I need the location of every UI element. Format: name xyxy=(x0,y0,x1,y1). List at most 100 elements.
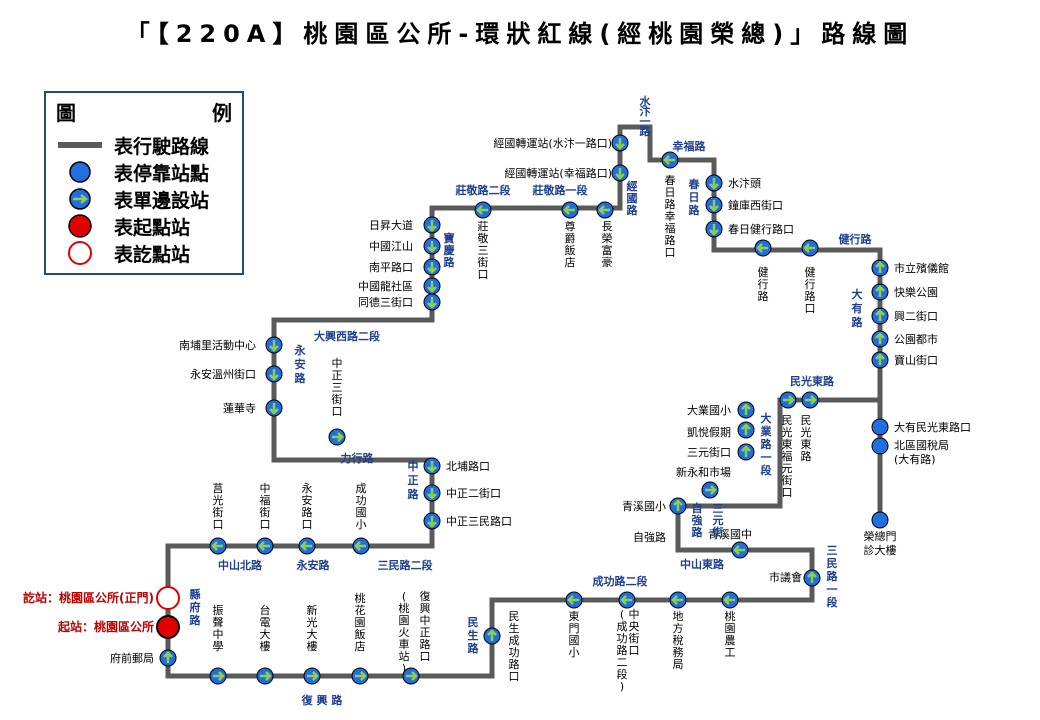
station-label: 東門國小 xyxy=(569,610,580,659)
end-stop-icon xyxy=(68,241,92,265)
arrow-icon xyxy=(260,671,272,681)
station-label: 北埔路口 xyxy=(446,460,490,473)
arrow-icon xyxy=(300,541,312,551)
station-label: 公園都市 xyxy=(894,332,938,346)
station-label: 市議會 xyxy=(769,570,802,584)
station-label: 永安溫州街口 xyxy=(190,367,256,381)
station-label: 中正三街口 xyxy=(332,357,343,418)
station-label: 中國江山 xyxy=(369,240,413,253)
arrow-icon xyxy=(875,353,885,365)
stop-dot-icon xyxy=(69,161,91,183)
road-label: 中山東路 xyxy=(680,557,725,571)
road-label: 經國路 xyxy=(627,179,639,217)
station-label: 凱悅假期 xyxy=(687,425,731,439)
station-label: 診大樓 xyxy=(864,543,897,557)
arrow-icon xyxy=(427,281,437,293)
arrow-icon xyxy=(709,200,719,212)
arrow-icon xyxy=(269,369,279,381)
station-label: 振聲中學 xyxy=(213,603,224,653)
station-label: 同德三街口 xyxy=(358,295,413,309)
road-label: 永安路 xyxy=(296,558,331,572)
station-label: 寶山街口 xyxy=(894,353,938,367)
station-label: 尊爵飯店 xyxy=(565,219,576,269)
start-stop xyxy=(156,615,180,639)
road-label: 自強路 xyxy=(692,501,704,539)
end-stop xyxy=(156,586,180,610)
station-label: 健行路口 xyxy=(805,266,816,315)
arrow-icon xyxy=(354,541,366,551)
road-label: 成功路二段 xyxy=(593,574,648,588)
station-label: 中福街口 xyxy=(260,482,271,531)
station-label: 大有民光東路口 xyxy=(894,420,971,434)
arrow-icon xyxy=(427,241,437,253)
road-label: 莊敬路一段 xyxy=(532,183,588,197)
legend-label: 表單邊設站 xyxy=(114,190,210,212)
arrow-icon xyxy=(269,403,279,415)
station-label: 青溪國中 xyxy=(708,528,752,541)
arrow-icon xyxy=(875,332,885,344)
stop-dot xyxy=(871,511,889,529)
road-label: 大業路一段 xyxy=(760,411,773,477)
arrow-icon xyxy=(741,445,751,457)
legend-label: 表行駛路線 xyxy=(114,136,210,158)
road-label: 縣府路 xyxy=(190,587,202,627)
station-label: 南埔里活動中心 xyxy=(179,338,256,352)
station-label: 新永和市場 xyxy=(676,465,731,479)
station-label: 北區國稅局 xyxy=(894,439,949,452)
arrow-icon xyxy=(671,595,683,605)
arrow-icon xyxy=(406,671,418,681)
road-label: 水汴一路 xyxy=(640,94,652,138)
legend-end-stop: 表訖點站 xyxy=(54,239,244,267)
station-label: 春日路幸福路口 xyxy=(665,174,676,259)
road-label: 永安路 xyxy=(294,343,307,385)
end-station-label: 訖站：桃園區公所(正門) xyxy=(23,590,154,605)
station-label: 地方稅務局 xyxy=(673,610,684,671)
legend: 圖 例 表行駛路線 表停靠站點 表單邊設站 表起點站 表訖點站 xyxy=(44,91,244,275)
road-label: 三民路二段 xyxy=(378,558,433,572)
arrow-icon xyxy=(723,595,735,605)
station-label: 民光東路 xyxy=(801,414,812,463)
station-label: 鐘庫西街口 xyxy=(728,198,783,212)
station-label: 中正三民路口 xyxy=(446,515,512,528)
station-label: 三元街口 xyxy=(687,445,731,459)
arrow-icon xyxy=(427,297,437,309)
legend-label: 表起點站 xyxy=(114,217,191,239)
route-line-icon xyxy=(58,142,102,148)
station-label: 中正二街口 xyxy=(446,486,501,500)
legend-header-left: 圖 xyxy=(56,101,76,125)
arrow-icon xyxy=(741,403,751,415)
legend-one-side-stop: 表單邊設站 xyxy=(54,185,244,213)
road-label: 中山北路 xyxy=(218,558,263,572)
station-label: (桃園火車站) xyxy=(399,590,410,675)
arrow-icon xyxy=(615,168,625,180)
arrow-icon xyxy=(427,461,437,473)
station-label: 台電大樓 xyxy=(260,603,271,653)
station-label: 春日健行路口 xyxy=(728,223,794,236)
station-label: 南平路口 xyxy=(369,261,413,274)
arrow-icon xyxy=(673,499,683,511)
road-label: 健行路 xyxy=(839,232,873,246)
station-label: 民生成功路口 xyxy=(509,610,520,683)
station-label: 快樂公園 xyxy=(894,285,938,299)
road-label: 幸福路 xyxy=(673,139,707,153)
arrow-icon xyxy=(875,261,885,273)
arrow-icon xyxy=(615,138,625,150)
arrow-icon xyxy=(705,485,717,495)
arrow-icon xyxy=(332,432,344,442)
arrow-icon xyxy=(805,395,817,405)
arrow-icon xyxy=(709,224,719,236)
station-label: 水汴頭 xyxy=(728,176,761,190)
station-label: 蓮華寺 xyxy=(223,401,256,415)
legend-header: 圖 例 xyxy=(56,97,232,126)
page-title: 「【220A】桃園區公所-環狀紅線(經桃園榮總)」路線圖 xyxy=(125,20,915,48)
arrow-icon xyxy=(733,545,745,555)
legend-stop-dot: 表停靠站點 xyxy=(54,158,244,186)
road-label: 莊敬路二段 xyxy=(455,183,511,197)
arrow-icon xyxy=(427,220,437,232)
arrow-icon xyxy=(567,595,579,605)
arrow-icon xyxy=(620,595,632,605)
arrow-icon xyxy=(355,671,367,681)
arrow-icon xyxy=(783,395,795,405)
station-label: (成功路二段) xyxy=(617,608,628,693)
arrow-icon xyxy=(427,488,437,500)
